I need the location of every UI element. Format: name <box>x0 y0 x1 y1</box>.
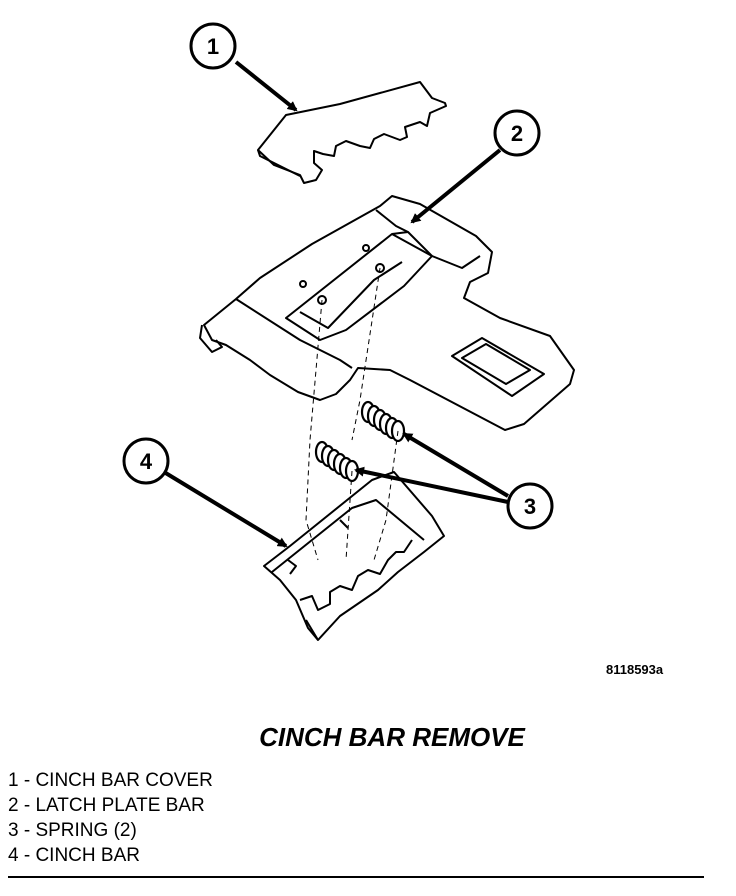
bottom-rule <box>8 876 704 878</box>
exploded-view-illustration: 1 2 3 4 <box>122 22 575 641</box>
spring-left <box>314 440 360 483</box>
svg-text:1: 1 <box>207 34 219 59</box>
svg-text:3: 3 <box>524 494 536 519</box>
figure-id: 8118593a <box>606 662 664 677</box>
cinch-bar-cover <box>257 81 447 184</box>
legend-item: 1 - CINCH BAR COVER <box>8 770 213 791</box>
spring-right <box>360 400 406 443</box>
figure-caption: CINCH BAR REMOVE <box>259 722 525 752</box>
cinch-bar <box>263 471 445 641</box>
latch-plate-bar <box>199 195 575 431</box>
legend-item: 3 - SPRING (2) <box>8 820 137 841</box>
svg-text:2: 2 <box>511 121 523 146</box>
callout-2: 2 <box>493 109 541 157</box>
legend-item: 4 - CINCH BAR <box>8 845 140 866</box>
legend-item: 2 - LATCH PLATE BAR <box>8 795 205 816</box>
callout-arrows <box>162 60 510 548</box>
callout-3: 3 <box>506 482 554 530</box>
svg-text:4: 4 <box>140 449 153 474</box>
alignment-lines <box>305 267 399 561</box>
parts-legend: 1 - CINCH BAR COVER 2 - LATCH PLATE BAR … <box>8 768 213 868</box>
callout-1: 1 <box>189 22 237 70</box>
callout-4: 4 <box>122 437 170 485</box>
